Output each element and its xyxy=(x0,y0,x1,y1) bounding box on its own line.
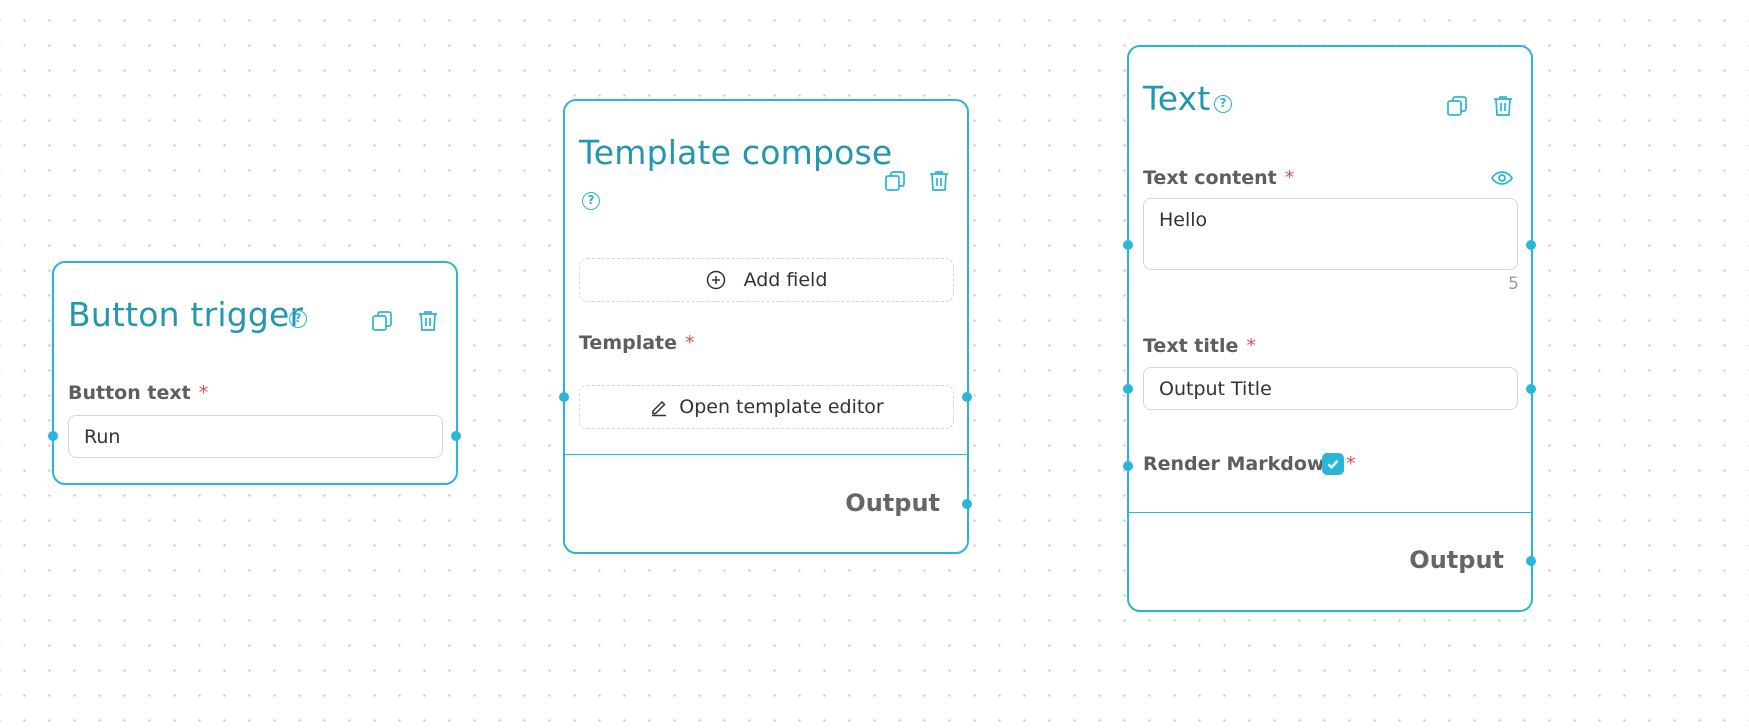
add-field-label: Add field xyxy=(743,269,828,291)
label-text: Render Markdown xyxy=(1143,453,1338,475)
output-label: Output xyxy=(845,489,940,517)
duplicate-icon[interactable] xyxy=(883,169,907,193)
required-mark: * xyxy=(685,332,695,354)
add-field-button[interactable]: Add field xyxy=(579,258,954,302)
output-divider xyxy=(565,454,967,455)
add-circle-icon xyxy=(706,270,725,290)
input-handle[interactable] xyxy=(559,392,569,402)
label-text: Text title xyxy=(1143,335,1239,357)
required-mark: * xyxy=(1284,167,1295,189)
input-value: Output Title xyxy=(1159,377,1272,400)
node-title: Template compose xyxy=(579,133,893,172)
help-icon[interactable]: ? xyxy=(582,192,600,210)
duplicate-icon[interactable] xyxy=(370,309,394,333)
render-markdown-checkbox[interactable] xyxy=(1322,453,1344,475)
button-text-input[interactable]: Run xyxy=(68,415,443,458)
text-title-input[interactable]: Output Title xyxy=(1143,367,1518,410)
label-text: Button text xyxy=(68,382,191,404)
text-node[interactable]: Text ? Text content * Hello 5 Text title *… xyxy=(1123,45,1536,612)
required-mark: * xyxy=(1246,335,1256,357)
button-text-label: Button text * xyxy=(68,382,208,404)
template-label: Template * xyxy=(579,332,695,354)
edit-icon xyxy=(652,400,667,417)
output-handle[interactable] xyxy=(1526,556,1536,566)
title-input-handle[interactable] xyxy=(1123,384,1133,394)
help-icon[interactable]: ? xyxy=(289,310,307,328)
input-handle[interactable] xyxy=(48,431,58,441)
text-title-label: Text title * xyxy=(1143,335,1256,357)
output-divider xyxy=(1129,512,1531,513)
label-text: Template xyxy=(579,332,678,354)
output-handle[interactable] xyxy=(962,499,972,509)
required-mark: * xyxy=(198,382,209,404)
input-value: Run xyxy=(84,425,121,448)
help-icon[interactable]: ? xyxy=(1214,95,1232,113)
open-editor-label: Open template editor xyxy=(679,396,884,418)
title-output-handle[interactable] xyxy=(1526,384,1536,394)
delete-icon[interactable] xyxy=(1491,94,1515,118)
text-content-textarea[interactable]: Hello xyxy=(1143,198,1518,270)
content-output-handle[interactable] xyxy=(1526,240,1536,250)
content-input-handle[interactable] xyxy=(1123,240,1133,250)
output-label: Output xyxy=(1409,546,1504,574)
duplicate-icon[interactable] xyxy=(1445,94,1469,118)
eye-icon[interactable] xyxy=(1490,166,1514,190)
check-icon xyxy=(1327,460,1339,469)
template-compose-node[interactable]: Template compose ? Add field Template * O… xyxy=(559,99,972,554)
required-mark: * xyxy=(1345,453,1356,475)
output-handle[interactable] xyxy=(451,431,461,441)
node-title: Button trigger xyxy=(68,295,304,334)
textarea-value: Hello xyxy=(1159,209,1208,231)
label-text: Text content xyxy=(1143,167,1277,189)
char-counter: 5 xyxy=(1508,274,1519,294)
render-markdown-label: Render Markdown * xyxy=(1143,453,1355,475)
template-output-handle[interactable] xyxy=(962,392,972,402)
delete-icon[interactable] xyxy=(416,309,440,333)
open-template-editor-button[interactable]: Open template editor xyxy=(579,385,954,429)
markdown-input-handle[interactable] xyxy=(1123,461,1133,471)
delete-icon[interactable] xyxy=(927,169,951,193)
node-title: Text xyxy=(1143,79,1211,118)
button-trigger-node[interactable]: Button trigger ? Button text * Run xyxy=(48,261,461,485)
text-content-label: Text content * xyxy=(1143,167,1294,189)
